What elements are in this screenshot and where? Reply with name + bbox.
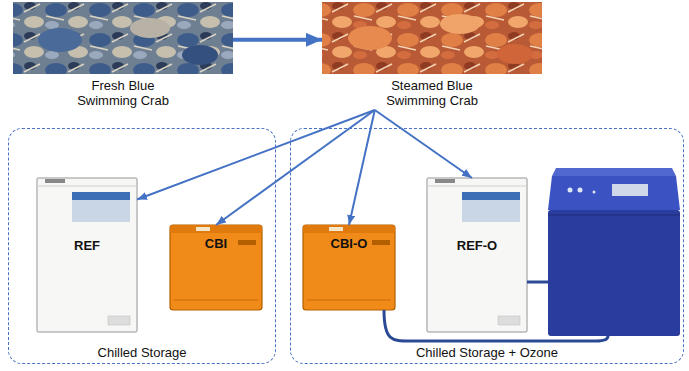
fridge-sticker xyxy=(462,192,520,222)
fresh-crab-photo xyxy=(13,2,233,74)
unit-label: CBI-O xyxy=(331,236,368,251)
cooler-base-line xyxy=(174,300,258,301)
cooler-handle xyxy=(372,240,390,245)
flow-arrow xyxy=(233,38,322,42)
ozone-tube xyxy=(527,281,548,284)
fridge-lid-line xyxy=(427,186,527,187)
storage-group: CBI-O REF-O Chilled Storage + Ozone xyxy=(290,128,684,364)
cooler-latch xyxy=(329,227,343,231)
cooler-base-line xyxy=(307,300,391,301)
fridge-handle xyxy=(45,179,65,183)
steamed-crab-photo xyxy=(322,2,542,74)
fridge-body xyxy=(427,178,527,332)
unit-label: CBI xyxy=(205,236,227,251)
photo-caption: Steamed Blue Swimming Crab xyxy=(357,78,507,108)
generator-panel xyxy=(548,176,680,210)
photo-node: Steamed Blue Swimming Crab xyxy=(322,2,542,110)
unit-label: REF xyxy=(74,238,100,253)
cooler-handle xyxy=(238,240,256,245)
cooler-body xyxy=(303,225,395,310)
fridge-sticker xyxy=(72,192,130,222)
generator-button xyxy=(593,191,596,194)
crab-shell xyxy=(182,45,218,65)
cooler-body xyxy=(170,225,262,310)
cooler-lid xyxy=(303,225,395,233)
fridge-control xyxy=(498,316,520,325)
cooler-box: CBI-O xyxy=(303,225,395,310)
photo-node: Fresh Blue Swimming Crab xyxy=(13,2,233,110)
fridge-control xyxy=(108,316,130,325)
photo-caption: Fresh Blue Swimming Crab xyxy=(48,78,198,108)
fridge-box: REF-O xyxy=(427,178,527,332)
fridge-lid-line xyxy=(37,186,137,187)
cooler-latch xyxy=(196,227,210,231)
crab-shell xyxy=(130,18,170,38)
fridge-sticker-band xyxy=(462,192,520,200)
generator-body xyxy=(548,210,680,336)
generator-top xyxy=(552,168,676,176)
storage-group: REF CBI Chilled Storage xyxy=(8,128,276,364)
crab-shell xyxy=(38,28,82,52)
group-label: Chilled Storage + Ozone xyxy=(416,345,558,360)
crab-shell xyxy=(348,26,392,50)
crab-shell xyxy=(440,14,480,34)
flow-arrow xyxy=(375,110,472,178)
generator-button xyxy=(568,188,573,193)
fridge-sticker-band xyxy=(72,192,130,200)
flow-arrow xyxy=(137,110,375,200)
crab-shell xyxy=(497,44,533,64)
group-label: Chilled Storage xyxy=(98,345,187,360)
fridge-body xyxy=(37,178,137,332)
generator-button xyxy=(578,188,583,193)
cooler-lid xyxy=(170,225,262,233)
generator-seam xyxy=(548,215,680,216)
fridge-box: REF xyxy=(37,178,137,332)
unit-label: REF-O xyxy=(457,238,497,253)
cooler-box: CBI xyxy=(170,225,262,310)
generator-display xyxy=(612,184,648,196)
fridge-handle xyxy=(435,179,455,183)
ozone-tube xyxy=(384,310,608,341)
